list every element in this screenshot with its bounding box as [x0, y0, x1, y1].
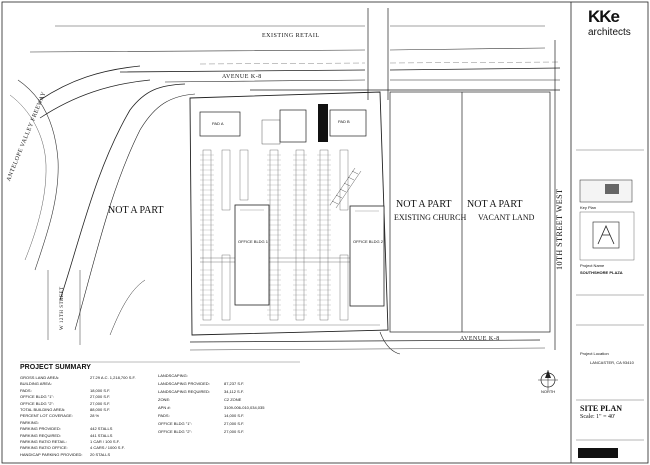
- summary-key: OFFICE BLDG "1":: [158, 421, 192, 426]
- summary-key: PARKING REQUIRED:: [20, 432, 62, 438]
- w12th-label: W 12TH STREET: [60, 286, 65, 330]
- not-a-part-church: NOT A PART: [396, 199, 452, 210]
- summary-key: HANDICAP PARKING PROVIDED:: [20, 451, 83, 457]
- summary-key: OFFICE BLDG "2":: [158, 429, 192, 434]
- logo-text: KKe: [588, 7, 620, 26]
- avenue-top-label: AVENUE K-8: [222, 74, 262, 80]
- pad-b-label: PAD B: [338, 119, 350, 124]
- vacant-land-label: VACANT LAND: [478, 213, 535, 222]
- summary-value: 3109-006-010,034,035: [224, 405, 265, 410]
- summary-key: APN #:: [158, 405, 171, 410]
- summary-key: PARKING PROVIDED:: [20, 426, 61, 432]
- summary-value: 87,237 S.F.: [224, 381, 245, 386]
- summary-value: 28 %: [90, 413, 100, 419]
- project-location-label: Project Location: [580, 351, 609, 356]
- project-name: SOUTHSHORE PLAZA: [580, 270, 623, 275]
- summary-key: LANDSCAPING PROVIDED:: [158, 381, 210, 386]
- north-label: NORTH: [541, 389, 556, 394]
- existing-retail-label: EXISTING RETAIL: [262, 33, 320, 39]
- summary-value: C2 ZONE: [224, 397, 242, 402]
- summary-key: LANDSCAPING:: [158, 373, 188, 378]
- summary-value: 27,000 S.F.: [224, 421, 245, 426]
- summary-value: 4 CARS / 1000 S.F.: [90, 445, 125, 451]
- summary-key: LANDSCAPING REQUIRED:: [158, 389, 211, 394]
- summary-key: PARKING RATIO OFFICE:: [20, 445, 68, 451]
- summary-value: 34,112 S.F.: [224, 389, 244, 394]
- firm-name: architects: [588, 27, 631, 38]
- summary-key: OFFICE BLDG "2":: [20, 400, 54, 406]
- not-a-part-vacant: NOT A PART: [467, 199, 523, 210]
- pad-a-label: PAD A: [212, 121, 224, 126]
- summary-key: ZONE:: [158, 397, 171, 402]
- project-summary-title: PROJECT SUMMARY: [20, 364, 91, 371]
- project-location: LANCASTER, CA 93410: [590, 360, 634, 365]
- firm-logo: KKe: [588, 8, 630, 28]
- avenue-bottom-label: AVENUE K-8: [460, 336, 500, 342]
- summary-value: 14,000 S.F.: [224, 413, 245, 418]
- key-plan-label: Key Plan: [580, 205, 597, 210]
- sheet-title: SITE PLAN: [580, 404, 623, 413]
- summary-key: PARKING RATIO RETAIL:: [20, 439, 67, 444]
- summary-value: 27,000 S.F.: [90, 400, 111, 406]
- summary-right-table: LANDSCAPING: LANDSCAPING PROVIDED: 87,237 …: [158, 374, 298, 444]
- summary-key: PARKING:: [20, 419, 39, 425]
- summary-value: 20 STALLS: [90, 451, 111, 457]
- summary-left-table: GROSS LAND AREA: 27.29 A.C. 1,218,700 S.F…: [20, 376, 148, 462]
- summary-value: 18,000 S.F.: [90, 387, 111, 393]
- project-label: Project Name: [580, 263, 605, 268]
- sheet-scale: Scale: 1" = 40': [580, 414, 616, 420]
- not-a-part-left: NOT A PART: [108, 205, 164, 216]
- summary-value: 441 STALLS: [90, 432, 113, 438]
- summary-value: 88,000 S.F.: [90, 407, 111, 412]
- summary-key: PADS:: [158, 413, 170, 418]
- existing-church-label: EXISTING CHURCH: [394, 213, 467, 222]
- summary-key: GROSS LAND AREA:: [20, 375, 60, 380]
- summary-value: 27,000 S.F.: [224, 429, 245, 434]
- summary-value: 442 STALLS: [90, 426, 113, 432]
- summary-key: PADS:: [20, 387, 32, 393]
- summary-value: 27.29 A.C. 1,218,700 S.F.: [90, 375, 136, 380]
- office-1-label: OFFICE BLDG 1: [238, 239, 269, 244]
- summary-key: BUILDING AREA:: [20, 381, 52, 387]
- summary-key: PERCENT LOT COVERAGE:: [20, 413, 73, 419]
- summary-value: 1 CAR / 100 S.F.: [90, 439, 120, 444]
- summary-key: OFFICE BLDG "1":: [20, 394, 54, 400]
- summary-value: 27,000 S.F.: [90, 394, 111, 400]
- street-west-label: 10TH STREET WEST: [555, 188, 564, 270]
- summary-key: TOTAL BUILDING AREA:: [20, 407, 66, 412]
- office-2-label: OFFICE BLDG 2: [353, 239, 384, 244]
